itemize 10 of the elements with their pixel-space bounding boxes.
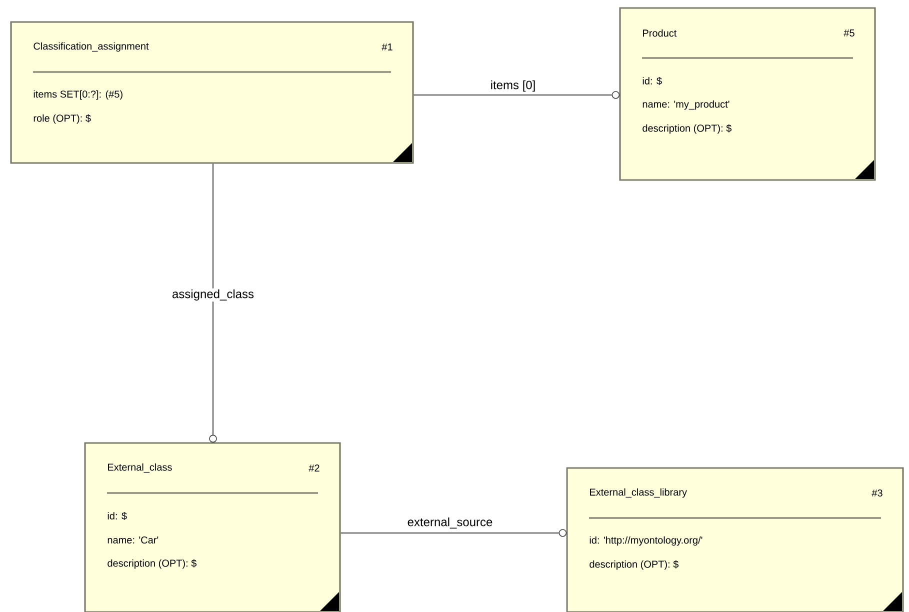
entity-box: Product #5 id: $ name: 'my_product' description (OPT): $ [619, 7, 876, 181]
edge-label: items [0] [489, 79, 537, 93]
connector [209, 163, 217, 443]
connector [413, 91, 620, 99]
entity-box: External_class #2 id: $ name: 'Car' description (OPT): $ [84, 442, 341, 612]
edge-label: external_source [406, 516, 494, 530]
edge-label: assigned_class [170, 288, 256, 302]
entity-box: Classification_assignment #1 items SET[0:?]: (#5) role (OPT): $ [10, 21, 414, 164]
connector [340, 529, 567, 537]
entity-box: External_class_library #3 id: 'http://myontology.org/' description (OPT): $ [566, 467, 904, 612]
